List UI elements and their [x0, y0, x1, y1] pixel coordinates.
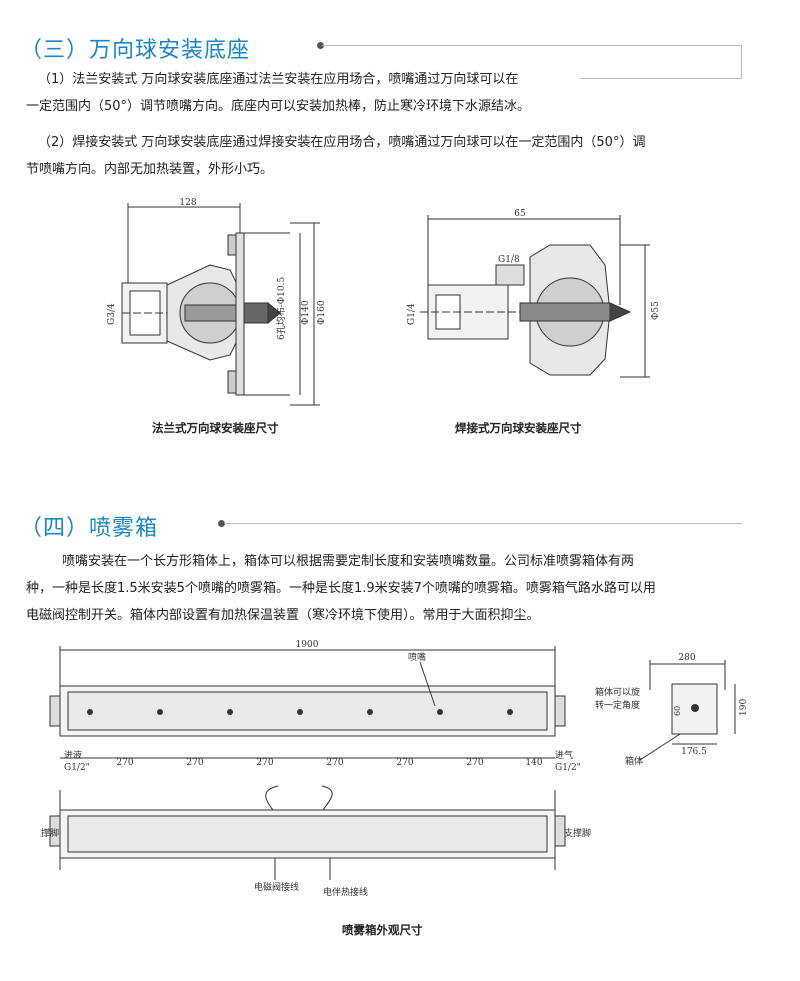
flange-dim-thread: G3/4 — [107, 303, 117, 325]
section3-p1-line1: （1）法兰安装式 万向球安装底座通过法兰安装在应用场合，喷嘴通过万向球可以在 — [38, 72, 519, 87]
section4-line2: 种，一种是长度1.5米安装5个喷嘴的喷雾箱。一种是长度1.9米安装7个喷嘴的喷雾… — [26, 581, 656, 596]
spray-box-caption: 喷雾箱外观尺寸 — [342, 923, 423, 937]
weld-dim-thread: G1/4 — [407, 303, 417, 325]
spray-spacing-5: 270 — [396, 758, 413, 768]
spray-spacing-7: 140 — [525, 758, 542, 768]
spray-label-heater: 电伴热接线 — [323, 886, 368, 898]
spray-label-inlet-liquid-thread: G1/2" — [64, 763, 90, 773]
weld-dim-top: 65 — [514, 209, 526, 219]
spray-spacing-1: 270 — [116, 758, 133, 768]
section3-rule-dot — [317, 42, 324, 49]
side-dim-top: 280 — [678, 653, 695, 663]
side-label-box: 箱体 — [625, 755, 643, 767]
section3-rule — [322, 45, 742, 46]
weld-dim-g18: G1/8 — [498, 255, 520, 265]
spray-label-inlet-liquid: 进液 — [64, 749, 82, 761]
section4-line1: 喷嘴安装在一个长方形箱体上，箱体可以根据需要定制长度和安装喷嘴数量。公司标准喷雾… — [62, 554, 635, 569]
spray-box-drawing: 1900 喷嘴 270 270 270 270 270 270 140 进液 G… — [40, 640, 749, 898]
section4-title: （四）喷雾箱 — [20, 516, 159, 541]
flange-dim-top: 128 — [179, 198, 196, 208]
section3-rule-bottom — [580, 78, 742, 79]
spray-dim-total: 1900 — [296, 640, 319, 650]
section3-p1-line2: 一定范围内（50°）调节喷嘴方向。底座内可以安装加热棒，防止寒冷环境下水源结冰。 — [26, 99, 531, 114]
section3-p2-line1: （2）焊接安装式 万向球安装底座通过焊接安装在应用场合，喷嘴通过万向球可以在一定… — [38, 135, 646, 150]
spray-label-nozzle: 喷嘴 — [408, 652, 426, 663]
side-label-rotate-2: 转一定角度 — [595, 699, 640, 711]
side-dim-bottom: 176.5 — [681, 747, 707, 757]
section4-rule — [224, 523, 742, 524]
flange-mount-drawing: 128 G3/4 6孔均布-Φ10.5 Φ140 Φ160 — [107, 198, 327, 406]
section4-rule-dot — [218, 520, 225, 527]
section3-p2-line2: 节喷嘴方向。内部无加热装置，外形小巧。 — [26, 162, 274, 177]
spray-label-support-left: 支撑脚 — [40, 827, 59, 839]
spray-label-inlet-air-thread: G1/2" — [555, 763, 581, 773]
weld-caption: 焊接式万向球安装座尺寸 — [455, 421, 582, 435]
section3-title: （三）万向球安装底座 — [20, 38, 251, 63]
side-label-rotate-1: 箱体可以旋 — [595, 686, 640, 698]
section4-line3: 电磁阀控制开关。箱体内部设置有加热保温装置（寒冷环境下使用）。常用于大面积抑尘。 — [26, 608, 540, 623]
weld-dim-phi55: Φ55 — [651, 301, 661, 320]
weld-mount-drawing: 65 G1/8 G1/4 Φ55 — [407, 209, 661, 378]
side-dim-60: 60 — [673, 706, 682, 716]
spray-label-inlet-air: 进气 — [555, 749, 573, 761]
section3-rule-drop — [741, 45, 742, 78]
spray-spacing-6: 270 — [466, 758, 483, 768]
spray-label-support-right: 支撑脚 — [564, 827, 591, 839]
spray-spacing-3: 270 — [256, 758, 273, 768]
flange-dim-phi140: Φ140 — [301, 300, 311, 325]
flange-caption: 法兰式万向球安装座尺寸 — [152, 421, 279, 435]
flange-dim-holes: 6孔均布-Φ10.5 — [275, 277, 287, 340]
spray-spacing-2: 270 — [186, 758, 203, 768]
side-dim-right: 190 — [739, 699, 749, 716]
flange-dim-phi160: Φ160 — [317, 300, 327, 325]
spray-label-solenoid: 电磁阀接线 — [254, 881, 299, 893]
spray-spacing-4: 270 — [326, 758, 343, 768]
